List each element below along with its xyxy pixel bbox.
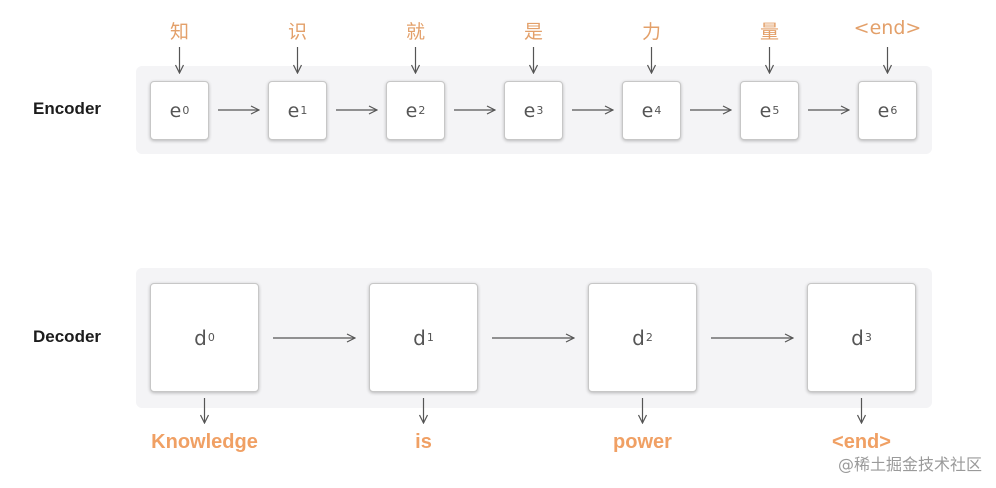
input-token-0: 知 — [169, 21, 189, 43]
encoder-node-1-base: e — [287, 99, 300, 122]
input-token-3: 是 — [523, 21, 543, 43]
decoder-node-0-base: d — [194, 325, 207, 350]
encoder-node-2-subscript: 2 — [418, 104, 426, 117]
encoder-node-0-subscript: 0 — [182, 104, 190, 117]
output-token-0: Knowledge — [151, 431, 258, 453]
decoder-node-3-base: d — [851, 325, 864, 350]
decoder-label: Decoder — [33, 327, 102, 346]
watermark: @稀土掘金技术社区 — [837, 455, 982, 474]
encoder-node-2-base: e — [405, 99, 418, 122]
output-token-3: <end> — [832, 431, 891, 453]
input-token-5: 量 — [759, 21, 779, 43]
encoder-node-4-subscript: 4 — [654, 104, 662, 117]
encoder-node-0-base: e — [169, 99, 182, 122]
decoder-node-1-base: d — [413, 325, 426, 350]
input-token-1: 识 — [287, 21, 307, 43]
input-token-2: 就 — [405, 21, 425, 43]
input-token-6: <end> — [853, 17, 922, 39]
encoder-node-4-base: e — [641, 99, 654, 122]
encoder-node-3-subscript: 3 — [536, 104, 544, 117]
decoder-node-2-base: d — [632, 325, 645, 350]
encoder-node-5-base: e — [759, 99, 772, 122]
decoder-node-3-subscript: 3 — [864, 331, 872, 344]
decoder-node-2-subscript: 2 — [645, 331, 653, 344]
encoder-node-6-subscript: 6 — [890, 104, 898, 117]
encoder-node-5-subscript: 5 — [772, 104, 780, 117]
input-token-4: 力 — [641, 21, 661, 43]
decoder-node-1-subscript: 1 — [426, 331, 434, 344]
encoder-label: Encoder — [33, 99, 102, 118]
encoder-node-3-base: e — [523, 99, 536, 122]
output-token-2: power — [613, 431, 672, 453]
encoder-node-1-subscript: 1 — [300, 104, 308, 117]
decoder-node-0-subscript: 0 — [207, 331, 215, 344]
output-token-1: is — [415, 431, 432, 453]
encoder-node-6-base: e — [877, 99, 890, 122]
